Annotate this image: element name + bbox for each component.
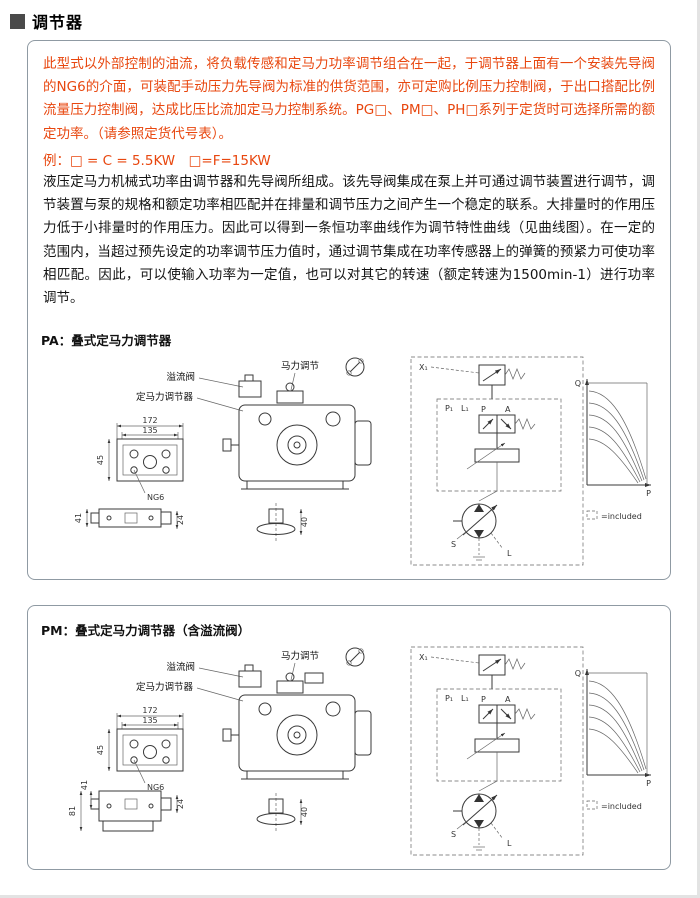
panel-pm: PM：叠式定马力调节器（含溢流阀） 溢流阀 马力调节 定马力调节器 [27, 605, 671, 871]
relief-valve-label: 溢流阀 [166, 661, 195, 673]
hydraulic-circuit: X₁ P₁ L₁ P A [410, 646, 584, 856]
axis-p-label: P [646, 779, 651, 788]
circuit-p1: P₁ [445, 694, 453, 703]
suction-flange-view: 40 [256, 503, 309, 542]
dim-172: 172 [142, 416, 157, 425]
pm-drawing: 溢流阀 马力调节 定马力调节器 [68, 646, 651, 856]
circuit-x1: X₁ [419, 363, 428, 372]
dim-24: 24 [176, 515, 185, 525]
dim-24: 24 [176, 799, 185, 809]
circuit-a: A [505, 405, 511, 414]
circuit-p: P [481, 405, 486, 414]
page-header: 调节器 [0, 0, 697, 40]
axis-q-label: Q [575, 379, 581, 388]
page-title: 调节器 [32, 13, 84, 32]
pump-illustration [222, 664, 372, 780]
axis-q-label: Q [575, 669, 581, 678]
qp-curve-chart: Q P =included [575, 669, 651, 811]
pa-heading: PA：叠式定马力调节器 [41, 333, 172, 349]
dim-45: 45 [96, 455, 105, 465]
circuit-l: L [507, 839, 512, 848]
power-adjust-label: 马力调节 [281, 650, 319, 662]
pilot-valve-view: 41 24 [74, 508, 185, 530]
section-square-marker [10, 13, 25, 29]
included-box-icon [586, 510, 598, 520]
flange-dimension-view: 172 135 45 NG6 [96, 706, 184, 792]
axis-p-label: P [646, 489, 651, 498]
dim-45: 45 [96, 745, 105, 755]
relief-valve-label: 溢流阀 [166, 371, 195, 383]
dim-ng6: NG6 [147, 783, 164, 792]
pm-callouts: 溢流阀 马力调节 定马力调节器 [136, 647, 365, 702]
dim-ng6: NG6 [147, 493, 164, 502]
included-note: =included [601, 802, 642, 811]
circuit-x1: X₁ [419, 653, 428, 662]
pa-drawing: 溢流阀 马力调节 定马力调节器 [74, 356, 651, 566]
dim-41: 41 [74, 513, 83, 523]
included-box-icon [586, 800, 598, 810]
example-line: 例：□ = C = 5.5KW □=F=15KW [43, 152, 271, 169]
circuit-l: L [507, 549, 512, 558]
dim-40: 40 [300, 807, 309, 817]
pump-illustration [222, 374, 372, 490]
intro-paragraph-black: 液压定马力机械式功率由调节器和先导阀所组成。该先导阀集成在泵上并可通过调节装置进… [43, 173, 655, 306]
circuit-p: P [481, 695, 486, 704]
dim-81: 81 [68, 806, 77, 816]
wrench-icon [345, 357, 365, 377]
dim-40: 40 [300, 517, 309, 527]
pm-heading: PM：叠式定马力调节器（含溢流阀） [41, 623, 251, 639]
circuit-l1: L₁ [461, 694, 469, 703]
wrench-icon [345, 647, 365, 667]
regulator-label: 定马力调节器 [136, 681, 194, 693]
circuit-l1: L₁ [461, 404, 469, 413]
qp-curve-chart: Q P =included [575, 379, 651, 521]
intro-paragraph-red: 此型式以外部控制的油流，将负载传感和定马力功率调节组合在一起，于调节器上面有一个… [43, 56, 655, 142]
dim-41: 41 [80, 780, 89, 790]
power-adjust-label: 马力调节 [281, 360, 319, 372]
pa-callouts: 溢流阀 马力调节 定马力调节器 [136, 357, 365, 412]
included-note: =included [601, 512, 642, 521]
pilot-valve-view: 81 41 24 [68, 780, 185, 832]
circuit-p1: P₁ [445, 404, 453, 413]
dim-135: 135 [142, 716, 157, 725]
circuit-s: S [451, 540, 456, 549]
circuit-s: S [451, 830, 456, 839]
panel-pa: 此型式以外部控制的油流，将负载传感和定马力功率调节组合在一起，于调节器上面有一个… [27, 40, 671, 581]
hydraulic-circuit: X₁ P₁ L₁ P A [410, 356, 584, 566]
circuit-a: A [505, 695, 511, 704]
flange-dimension-view: 172 135 45 NG6 [96, 416, 184, 502]
regulator-label: 定马力调节器 [136, 391, 194, 403]
suction-flange-view: 40 [256, 793, 309, 832]
dim-172: 172 [142, 706, 157, 715]
intro-text-block: 此型式以外部控制的油流，将负载传感和定马力功率调节组合在一起，于调节器上面有一个… [28, 41, 670, 316]
dim-135: 135 [142, 426, 157, 435]
